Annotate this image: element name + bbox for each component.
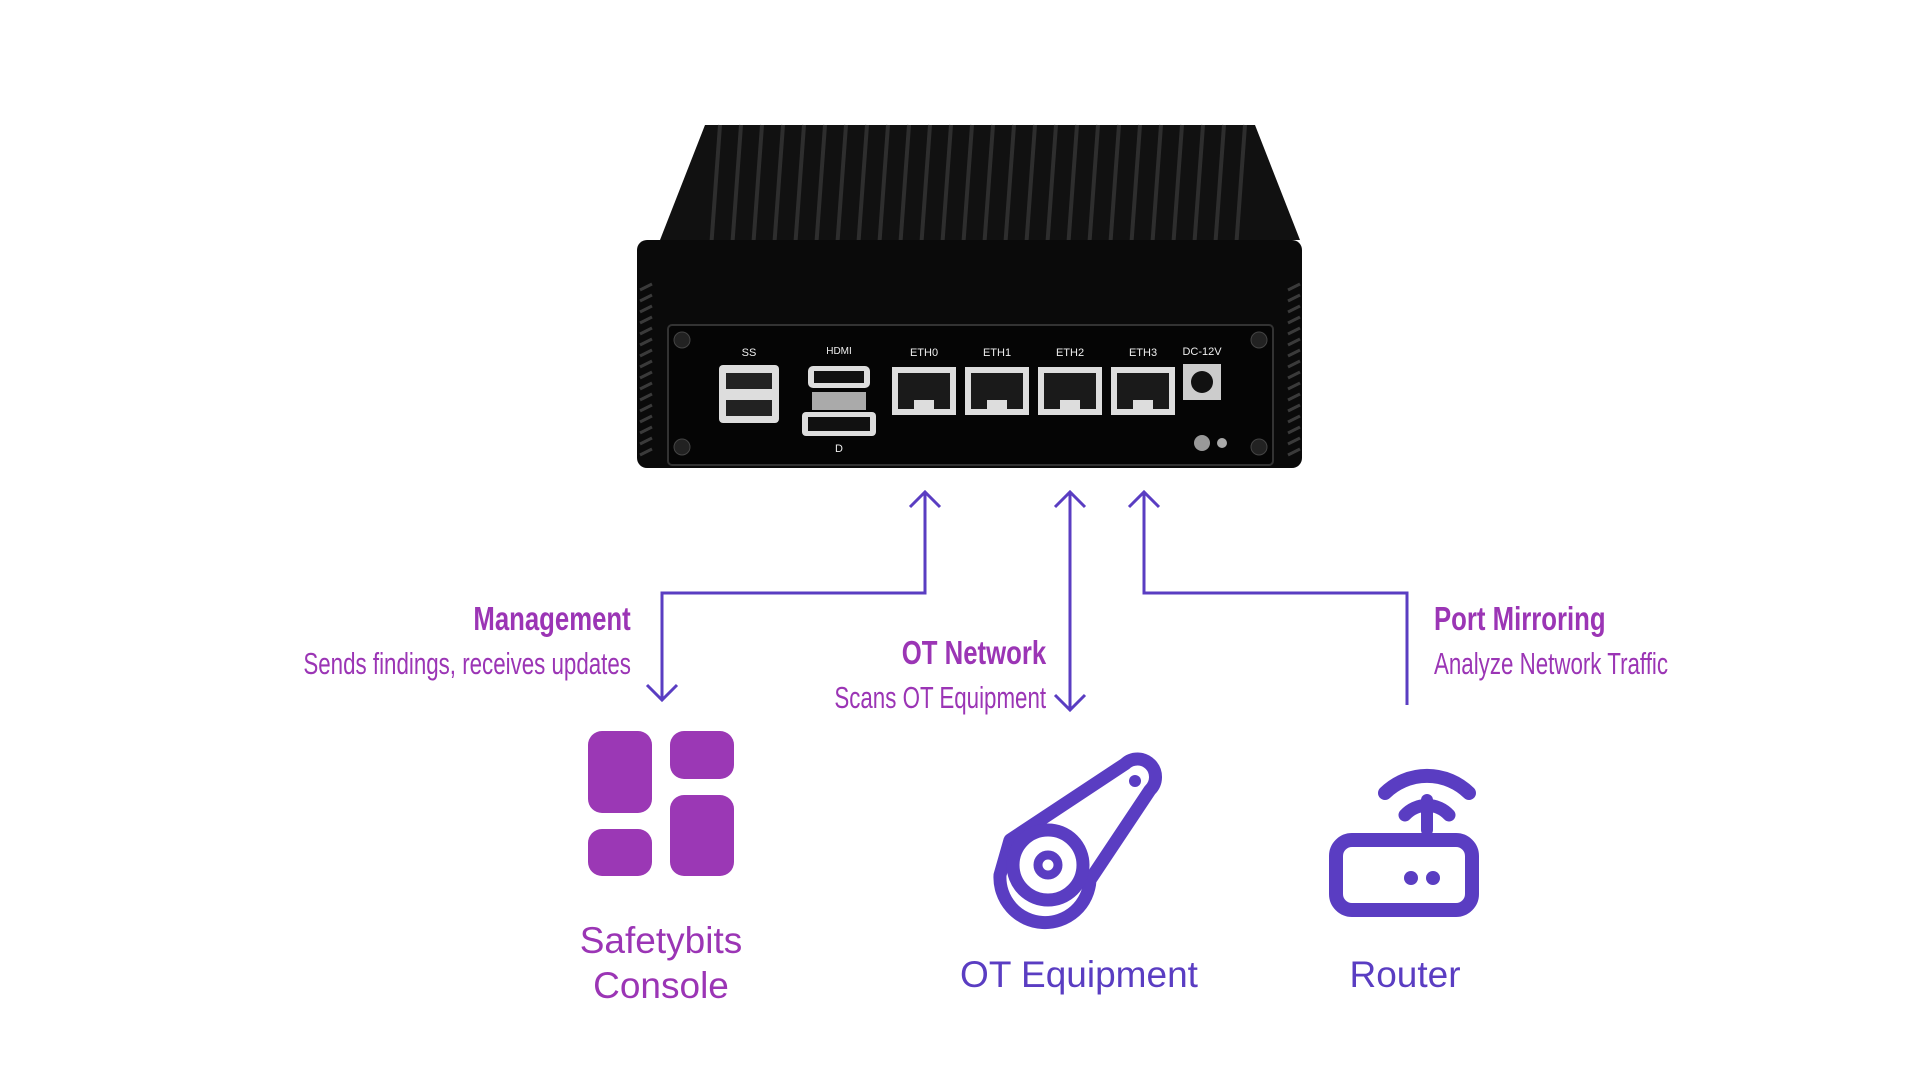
ot-network-subtitle: Scans OT Equipment [834, 680, 1046, 715]
console-label: Safetybits Console [580, 918, 742, 1008]
eth-port-2: ETH2 [1038, 347, 1102, 415]
eth-label: ETH2 [1056, 347, 1084, 359]
eth-label: ETH0 [910, 347, 938, 359]
port-mirroring-connector [1127, 489, 1409, 705]
power-port: DC-12V [1182, 346, 1227, 451]
management-title: Management [473, 600, 631, 637]
usb-ports: SS [719, 347, 779, 423]
ot-network-connector [1053, 489, 1087, 713]
console-label-line1: Safetybits [579, 920, 743, 961]
port-mirroring-subtitle: Analyze Network Traffic [1434, 646, 1669, 681]
eth-port-1: ETH1 [965, 347, 1029, 415]
ethernet-ports: ETH0 ETH1 ETH2 ETH3 [892, 347, 1175, 415]
eth-port-3: ETH3 [1111, 347, 1175, 415]
power-label: DC-12V [1182, 346, 1222, 358]
video-ports: HDMI D [802, 346, 876, 455]
mini-pc-device: SS HDMI D ETH0 ETH1 ETH2 ETH3 DC-12V [637, 124, 1302, 468]
eth-label: ETH3 [1129, 347, 1157, 359]
console-label-line2: Console [593, 965, 729, 1006]
management-connector [645, 489, 942, 703]
port-mirroring-title: Port Mirroring [1434, 600, 1606, 637]
eth-port-0: ETH0 [892, 347, 956, 415]
management-subtitle: Sends findings, receives updates [303, 646, 631, 681]
ot-network-title: OT Network [901, 634, 1046, 671]
usb-label: SS [742, 347, 757, 359]
dp-label: D [835, 443, 843, 455]
eth-label: ETH1 [983, 347, 1011, 359]
router-label: Router [1349, 954, 1461, 995]
hdmi-label: HDMI [826, 346, 852, 357]
ot-equipment-label: OT Equipment [960, 954, 1198, 995]
